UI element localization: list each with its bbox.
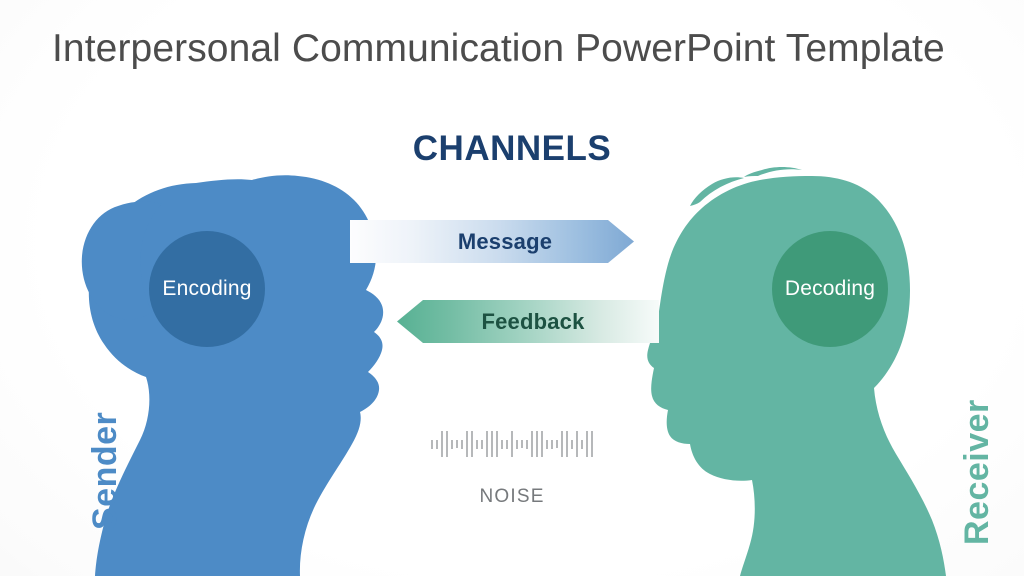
noise-wave-bar — [561, 431, 563, 457]
noise-wave-bar — [511, 431, 513, 457]
noise-wave-bar — [476, 439, 478, 449]
receiver-hair-accent — [690, 167, 802, 206]
feedback-arrow-label: Feedback — [481, 308, 585, 334]
page-title: Interpersonal Communication PowerPoint T… — [52, 27, 945, 70]
noise-wave-bar — [591, 431, 593, 457]
noise-wave-bar — [501, 439, 503, 449]
noise-wave-bar — [576, 431, 578, 457]
noise-wave-bar — [536, 431, 538, 457]
decoding-circle: Decoding — [772, 231, 888, 347]
noise-wave-bar — [516, 439, 518, 449]
noise-wave-bar — [456, 440, 458, 448]
encoding-label: Encoding — [162, 277, 252, 300]
noise-wave-bar — [466, 431, 468, 457]
noise-wave-bar — [586, 431, 588, 457]
noise-wave-bar — [526, 439, 528, 449]
noise-wave-bar — [551, 439, 553, 449]
feedback-arrow: Feedback — [397, 300, 659, 343]
noise-caption: NOISE — [479, 486, 545, 507]
noise-wave-bar — [571, 439, 573, 449]
noise-wave-bar — [441, 431, 443, 457]
noise-wave-bar — [521, 440, 523, 448]
sender-silhouette-shape — [88, 175, 384, 576]
receiver-silhouette-shape — [647, 176, 946, 576]
noise-wave-bar — [451, 439, 453, 449]
decoding-label: Decoding — [784, 277, 876, 300]
channels-heading: CHANNELS — [412, 129, 612, 168]
encoding-circle: Encoding — [149, 231, 265, 347]
noise-wave-bar — [496, 431, 498, 457]
noise-wave-bar — [431, 439, 433, 449]
noise-wave-bar — [486, 431, 488, 457]
noise-wave-bar — [581, 439, 583, 449]
noise-wave-bar — [566, 431, 568, 457]
noise-wave-bar — [471, 431, 473, 457]
noise-block: NOISE — [0, 424, 1024, 508]
message-arrow: Message — [350, 220, 634, 263]
noise-wave-bar — [446, 431, 448, 457]
noise-wave-bar — [436, 439, 438, 449]
noise-wave-bar — [461, 439, 463, 449]
noise-wave-bar — [481, 439, 483, 449]
noise-waveform-icon — [0, 424, 1024, 464]
noise-wave-bar — [546, 439, 548, 449]
noise-wave-bar — [541, 431, 543, 457]
noise-wave-bar — [531, 431, 533, 457]
noise-wave-bar — [491, 431, 493, 457]
noise-wave-bar — [556, 440, 558, 448]
message-arrow-label: Message — [457, 228, 553, 254]
noise-wave-bar — [506, 439, 508, 449]
